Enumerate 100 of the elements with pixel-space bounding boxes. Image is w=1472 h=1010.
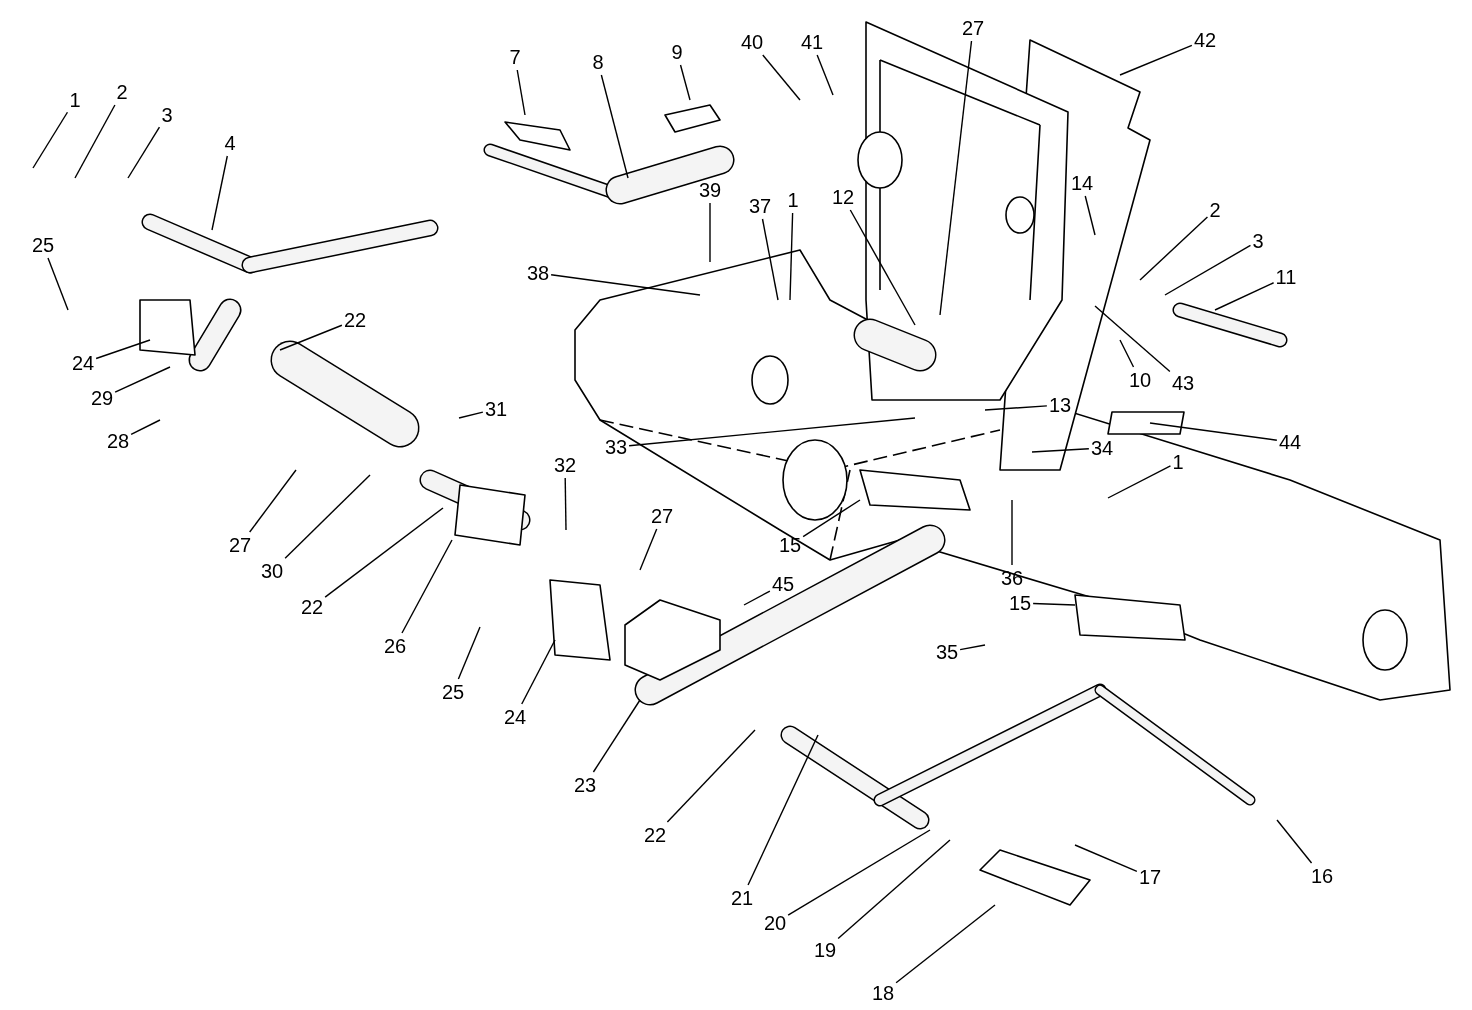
callout-number: 10 bbox=[1128, 369, 1152, 391]
leader-line bbox=[1276, 819, 1313, 864]
callout-number: 24 bbox=[71, 352, 95, 374]
leader-line bbox=[457, 626, 481, 680]
callout-number: 1 bbox=[69, 89, 81, 111]
callout-number: 45 bbox=[771, 573, 795, 595]
leader-line bbox=[679, 64, 691, 101]
leader-line bbox=[127, 126, 161, 179]
leader-line bbox=[401, 539, 453, 634]
callout-number: 18 bbox=[871, 982, 895, 1004]
callout-number: 4 bbox=[224, 132, 236, 154]
callout-number: 23 bbox=[573, 774, 597, 796]
leader-line bbox=[1094, 305, 1171, 373]
callout-number: 42 bbox=[1193, 29, 1217, 51]
callout-number: 37 bbox=[748, 195, 772, 217]
leader-line bbox=[747, 734, 819, 886]
callout-number: 14 bbox=[1070, 172, 1094, 194]
callout-number: 19 bbox=[813, 939, 837, 961]
leader-line bbox=[1164, 244, 1252, 296]
leader-line bbox=[1214, 282, 1275, 311]
leader-line bbox=[47, 257, 69, 311]
callout-number: 26 bbox=[383, 635, 407, 657]
leader-line bbox=[32, 111, 69, 169]
leader-line bbox=[762, 54, 801, 101]
leader-line bbox=[628, 417, 916, 447]
leader-line bbox=[114, 366, 171, 393]
leader-line bbox=[1149, 422, 1278, 441]
leader-line bbox=[279, 324, 343, 351]
callout-number: 33 bbox=[604, 436, 628, 458]
callout-number: 34 bbox=[1090, 437, 1114, 459]
leader-line bbox=[802, 499, 861, 538]
leader-line bbox=[130, 419, 161, 436]
callout-number: 3 bbox=[1252, 230, 1264, 252]
callout-number: 20 bbox=[763, 912, 787, 934]
leader-line bbox=[709, 202, 711, 263]
leader-line bbox=[600, 74, 629, 179]
leader-line bbox=[1074, 844, 1138, 873]
callout-number: 22 bbox=[343, 309, 367, 331]
callout-number: 31 bbox=[484, 398, 508, 420]
callout-number: 28 bbox=[106, 430, 130, 452]
leader-line bbox=[458, 411, 484, 419]
leader-line bbox=[516, 69, 526, 116]
leader-line bbox=[564, 477, 567, 531]
callout-number: 40 bbox=[740, 31, 764, 53]
leader-line bbox=[592, 699, 641, 773]
callout-number: 44 bbox=[1278, 431, 1302, 453]
leader-line bbox=[787, 829, 931, 916]
leader-line bbox=[1107, 465, 1172, 499]
leader-line bbox=[1011, 499, 1013, 566]
callout-number: 22 bbox=[643, 824, 667, 846]
callout-number: 29 bbox=[90, 387, 114, 409]
callout-number: 38 bbox=[526, 262, 550, 284]
callout-number: 17 bbox=[1138, 866, 1162, 888]
callout-number: 35 bbox=[935, 641, 959, 663]
callout-number: 16 bbox=[1310, 865, 1334, 887]
leader-line bbox=[639, 528, 658, 571]
callout-number: 2 bbox=[116, 81, 128, 103]
leader-line bbox=[550, 274, 701, 296]
leader-line bbox=[743, 590, 771, 606]
callout-number: 25 bbox=[31, 234, 55, 256]
callout-number: 15 bbox=[1008, 592, 1032, 614]
callout-number: 27 bbox=[961, 17, 985, 39]
leader-line bbox=[666, 729, 756, 823]
leader-line bbox=[1119, 339, 1135, 368]
leader-line bbox=[211, 155, 228, 231]
callout-number: 2 bbox=[1209, 199, 1221, 221]
callout-number: 24 bbox=[503, 706, 527, 728]
callout-number: 12 bbox=[831, 186, 855, 208]
leader-line bbox=[789, 212, 794, 301]
callout-number: 32 bbox=[553, 454, 577, 476]
leader-line bbox=[1084, 195, 1096, 236]
callout-number: 11 bbox=[1275, 266, 1297, 288]
leader-line bbox=[1119, 44, 1193, 76]
callout-number: 3 bbox=[161, 104, 173, 126]
leader-line bbox=[939, 40, 973, 316]
callout-number: 1 bbox=[787, 189, 799, 211]
leader-line bbox=[249, 469, 297, 533]
leader-line bbox=[895, 904, 996, 984]
callout-number: 30 bbox=[260, 560, 284, 582]
leader-line bbox=[959, 644, 986, 651]
callout-number: 27 bbox=[228, 534, 252, 556]
leader-line bbox=[74, 104, 116, 179]
callout-number: 21 bbox=[730, 887, 754, 909]
leader-line bbox=[761, 218, 779, 301]
callout-number: 9 bbox=[671, 41, 683, 63]
leader-line bbox=[1032, 602, 1076, 606]
callout-number: 7 bbox=[509, 46, 521, 68]
callout-number: 25 bbox=[441, 681, 465, 703]
leader-line bbox=[284, 474, 371, 559]
leader-line bbox=[837, 839, 951, 940]
leader-line bbox=[1031, 448, 1090, 453]
callout-number: 15 bbox=[778, 534, 802, 556]
leader-line bbox=[521, 639, 556, 705]
leader-line bbox=[324, 507, 444, 598]
callout-number: 22 bbox=[300, 596, 324, 618]
callout-number: 41 bbox=[800, 31, 824, 53]
callout-number: 43 bbox=[1171, 372, 1195, 394]
callout-number: 39 bbox=[698, 179, 722, 201]
callout-number: 1 bbox=[1172, 451, 1184, 473]
leader-line bbox=[816, 54, 834, 96]
